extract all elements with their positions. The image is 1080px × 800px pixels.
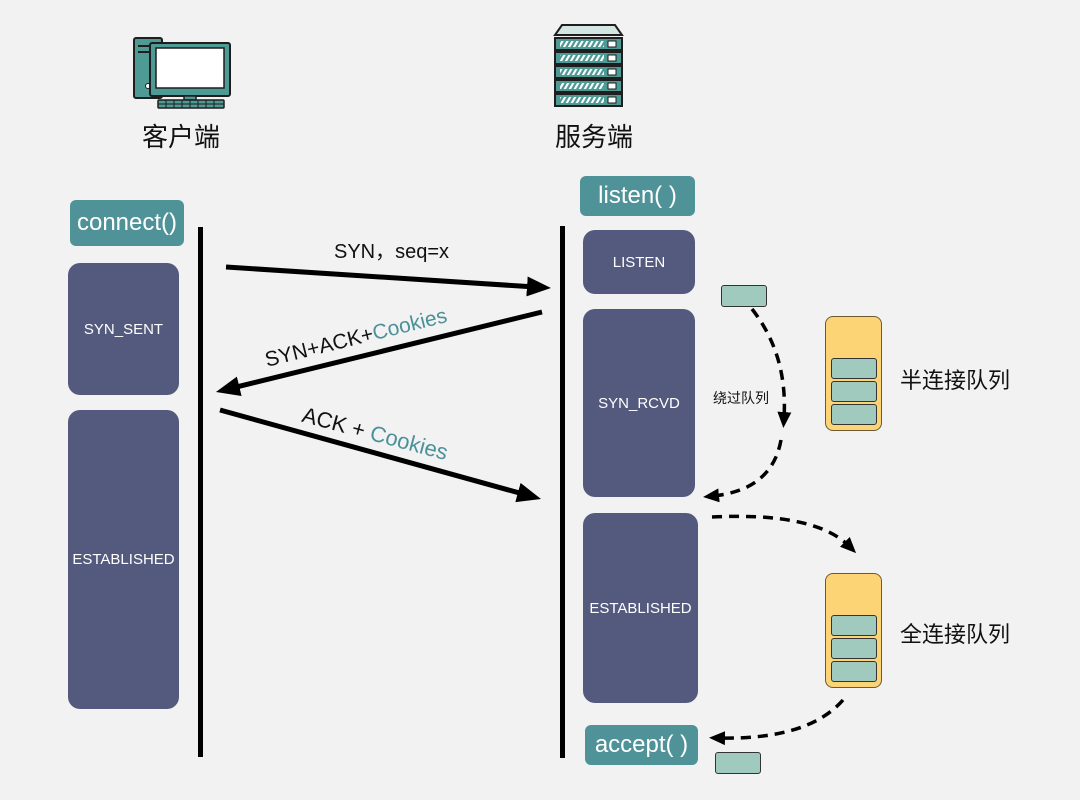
client-lifeline: [198, 227, 203, 757]
half-connection-queue: [825, 316, 882, 431]
client-state-syn-sent: SYN_SENT: [68, 263, 179, 395]
server-unit: [554, 51, 623, 65]
computer-icon: [133, 37, 231, 109]
syn-label: SYN，seq=x: [334, 241, 450, 263]
server-state-established: ESTABLISHED: [583, 513, 698, 703]
to-full-queue-arrow: [711, 514, 857, 554]
client-title: 客户端: [141, 122, 221, 152]
full-connection-queue: [825, 573, 882, 688]
queue-slot: [830, 661, 877, 682]
server-title: 服务端: [554, 122, 634, 152]
ack-cookies-arrow: [219, 407, 542, 503]
full-queue-label: 全连接队列: [900, 622, 1011, 647]
queue-slot: [830, 404, 877, 425]
queue-slot: [830, 381, 877, 402]
queue-slot: [830, 638, 877, 659]
server-unit: [554, 37, 623, 51]
server-icon: [553, 24, 624, 107]
accept-call: accept( ): [585, 725, 698, 765]
syn-arrow: [225, 264, 551, 297]
server-lifeline: [560, 226, 565, 758]
incoming-connection-block: [721, 285, 767, 307]
queue-slot: [830, 615, 877, 636]
server-unit: [554, 65, 623, 79]
accepted-connection-block: [715, 752, 761, 774]
computer-screen: [155, 47, 225, 89]
syn-ack-cookies-arrow: [215, 309, 543, 397]
server-state-listen: LISTEN: [583, 230, 695, 294]
connect-call: connect(): [70, 200, 184, 246]
client-state-established: ESTABLISHED: [68, 410, 179, 709]
bypass-arrow-to-established: [703, 439, 783, 503]
server-state-syn-rcvd: SYN_RCVD: [583, 309, 695, 497]
to-accept-arrow: [709, 698, 845, 746]
server-unit: [554, 79, 623, 93]
bypass-arrow-down: [750, 307, 792, 428]
listen-call: listen( ): [580, 176, 695, 216]
server-top-cap: [553, 24, 624, 36]
half-queue-label: 半连接队列: [900, 368, 1011, 393]
server-unit: [554, 93, 623, 107]
bypass-queue-label: 绕过队列: [713, 390, 769, 406]
queue-slot: [830, 358, 877, 379]
